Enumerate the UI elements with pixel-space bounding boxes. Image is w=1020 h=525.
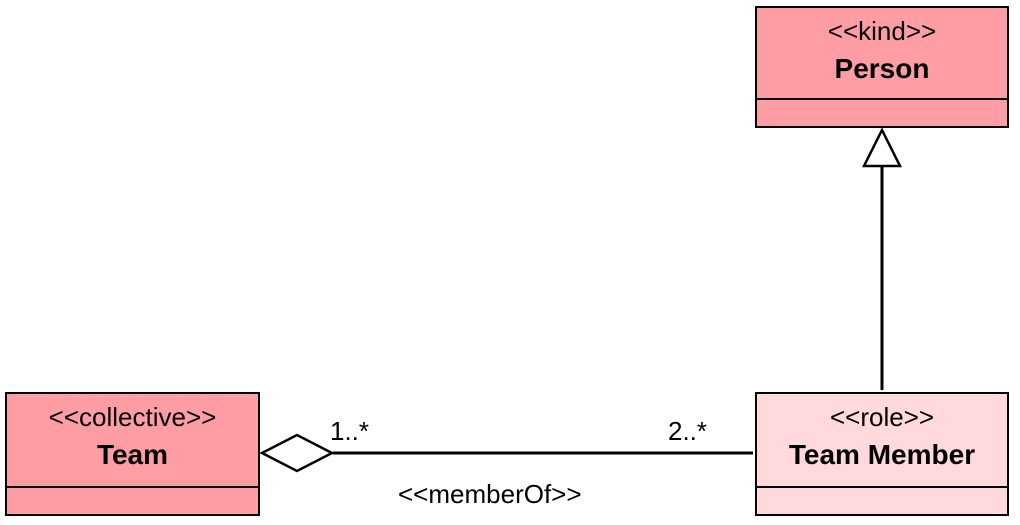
class-person[interactable]: <<kind>> Person [755,6,1009,128]
class-team-member-stereotype: <<role>> [829,402,935,432]
class-team-member-header: <<role>> Team Member [757,394,1007,488]
class-team[interactable]: <<collective>> Team [5,392,260,516]
multiplicity-team-end: 1..* [330,416,369,446]
class-team-header: <<collective>> Team [7,394,258,488]
class-team-name: Team [96,439,169,470]
class-team-stereotype: <<collective>> [48,402,217,432]
class-person-stereotype: <<kind>> [827,16,937,46]
association-stereotype-label: <<memberOf>> [398,479,582,509]
class-person-header: <<kind>> Person [757,8,1007,100]
class-person-name: Person [834,53,930,84]
class-team-member[interactable]: <<role>> Team Member [755,392,1009,516]
multiplicity-member-end: 2..* [668,416,707,446]
aggregation-diamond-icon [259,433,335,473]
class-team-member-name: Team Member [788,439,976,470]
generalization-arrowhead-icon [861,127,903,168]
